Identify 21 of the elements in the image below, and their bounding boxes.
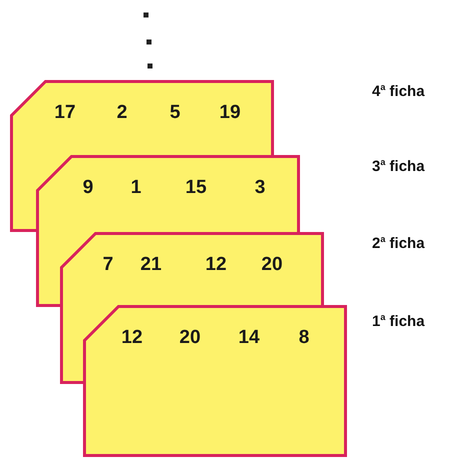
card-number: 2 bbox=[116, 103, 128, 122]
card-number: 21 bbox=[140, 255, 162, 274]
card-label: 1$^{a}$ ficha bbox=[372, 314, 425, 329]
card-number: 12 bbox=[121, 328, 143, 347]
card-number: 9 bbox=[82, 178, 94, 197]
card-number: 20 bbox=[179, 328, 201, 347]
card-number: 17 bbox=[54, 103, 76, 122]
card-label: 3$^{a}$ ficha bbox=[372, 159, 425, 174]
card-number: 14 bbox=[238, 328, 260, 347]
card-number: 3 bbox=[254, 178, 266, 197]
card-label: 4$^{a}$ ficha bbox=[372, 84, 425, 99]
card-number: 12 bbox=[205, 255, 227, 274]
index-card bbox=[83, 305, 347, 457]
card-number: 8 bbox=[298, 328, 310, 347]
card-number: 7 bbox=[102, 255, 114, 274]
card-number: 5 bbox=[170, 103, 180, 122]
card-number: 1 bbox=[130, 178, 142, 197]
card-label: 2$^{a}$ ficha bbox=[372, 236, 425, 251]
card-number: 20 bbox=[261, 255, 283, 274]
card-number: 15 bbox=[185, 178, 207, 197]
card-number: 19 bbox=[219, 103, 241, 122]
